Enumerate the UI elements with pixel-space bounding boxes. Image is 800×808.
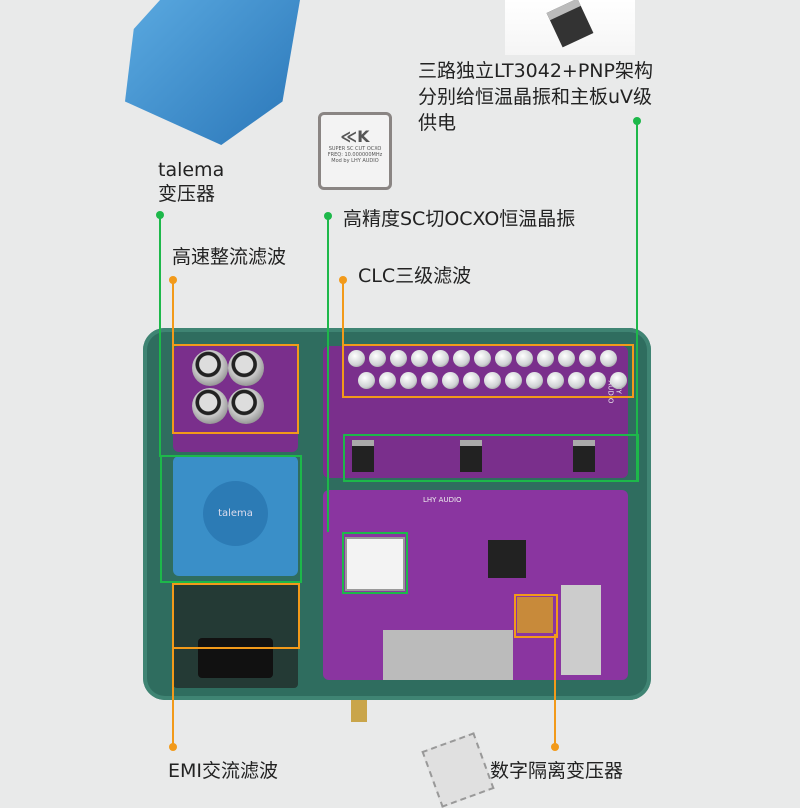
filter-capacitor (390, 350, 407, 367)
ocxo-logo: ≪K (340, 127, 370, 146)
toroidal-transformer-image (125, 0, 300, 145)
callout-dot (551, 743, 559, 751)
callout-line (172, 645, 174, 745)
filter-capacitor (495, 350, 512, 367)
main-board: LHY AUDIO (323, 490, 628, 680)
ethernet-ports (383, 630, 513, 680)
emi-filter (173, 583, 298, 688)
digital-transformer-module (517, 597, 553, 633)
transformer-toroid: talema (173, 456, 298, 576)
ocxo-marking: Mod by LHY AUDIO (331, 158, 379, 164)
filter-capacitor (484, 372, 501, 389)
callout-line (636, 121, 638, 481)
regulator-chip (460, 440, 482, 472)
label-digital-transformer: 数字隔离变压器 (490, 760, 624, 782)
ocxo-image: ≪K SUPER SC CUT OCXO FREQ: 10.000000MHz … (318, 112, 392, 190)
highlight-regulator (343, 434, 639, 482)
filter-capacitor (369, 350, 386, 367)
callout-line (327, 216, 329, 532)
filter-capacitor (474, 350, 491, 367)
filter-capacitor (505, 372, 522, 389)
label-clc: CLC三级滤波 (358, 265, 472, 287)
callout-line (342, 280, 344, 344)
filter-capacitor (379, 372, 396, 389)
capacitor (192, 350, 228, 386)
highlight-rectifier (172, 344, 299, 434)
label-rectifier: 高速整流滤波 (172, 246, 287, 268)
callout-dot (169, 743, 177, 751)
filter-capacitor (453, 350, 470, 367)
label-ocxo: 高精度SC切OCXO恒温晶振 (343, 208, 576, 230)
filter-capacitor (610, 372, 627, 389)
filter-capacitor (432, 350, 449, 367)
heatsink (488, 540, 526, 578)
label-talema: talema (158, 159, 225, 181)
digital-transformer-image (421, 732, 495, 808)
callout-line (159, 215, 161, 457)
regulator-transistor-image (505, 0, 635, 55)
board-brand: LHY AUDIO (423, 496, 462, 504)
filter-capacitor (516, 350, 533, 367)
ocxo-marking: FREQ: 10.000000MHz (327, 152, 383, 158)
label-regulator-3: 供电 (418, 112, 457, 134)
sfp-cage (561, 585, 601, 675)
highlight-emi (172, 583, 300, 649)
callout-line (554, 634, 556, 746)
filter-capacitor (400, 372, 417, 389)
filter-capacitor (463, 372, 480, 389)
bnc-connector (351, 700, 367, 722)
ocxo-marking: SUPER SC CUT OCXO (328, 146, 382, 152)
filter-capacitor (442, 372, 459, 389)
highlight-digital-transformer (514, 594, 558, 638)
regulator-chip (352, 440, 374, 472)
label-emi: EMI交流滤波 (168, 760, 279, 782)
filter-capacitor (421, 372, 438, 389)
filter-capacitor (579, 350, 596, 367)
filter-capacitor (600, 350, 617, 367)
filter-capacitor (526, 372, 543, 389)
regulator-chip (573, 440, 595, 472)
filter-capacitor (589, 372, 606, 389)
filter-capacitor (568, 372, 585, 389)
filter-capacitor (547, 372, 564, 389)
label-regulator-1: 三路独立LT3042+PNP架构 (418, 60, 653, 82)
callout-line (172, 280, 174, 346)
filter-capacitor (537, 350, 554, 367)
label-regulator-2: 分别给恒温晶振和主板uV级 (418, 86, 653, 108)
filter-capacitor (558, 350, 575, 367)
ocxo-module (345, 537, 405, 591)
filter-capacitor (348, 350, 365, 367)
label-transformer: 变压器 (158, 183, 216, 205)
highlight-ocxo (342, 532, 408, 594)
highlight-transformer (160, 455, 302, 583)
filter-capacitor (358, 372, 375, 389)
capacitor (228, 388, 264, 424)
filter-capacitor (411, 350, 428, 367)
transformer-brand: talema (203, 481, 268, 546)
capacitor (228, 350, 264, 386)
capacitor (192, 388, 228, 424)
highlight-clc (342, 344, 634, 398)
